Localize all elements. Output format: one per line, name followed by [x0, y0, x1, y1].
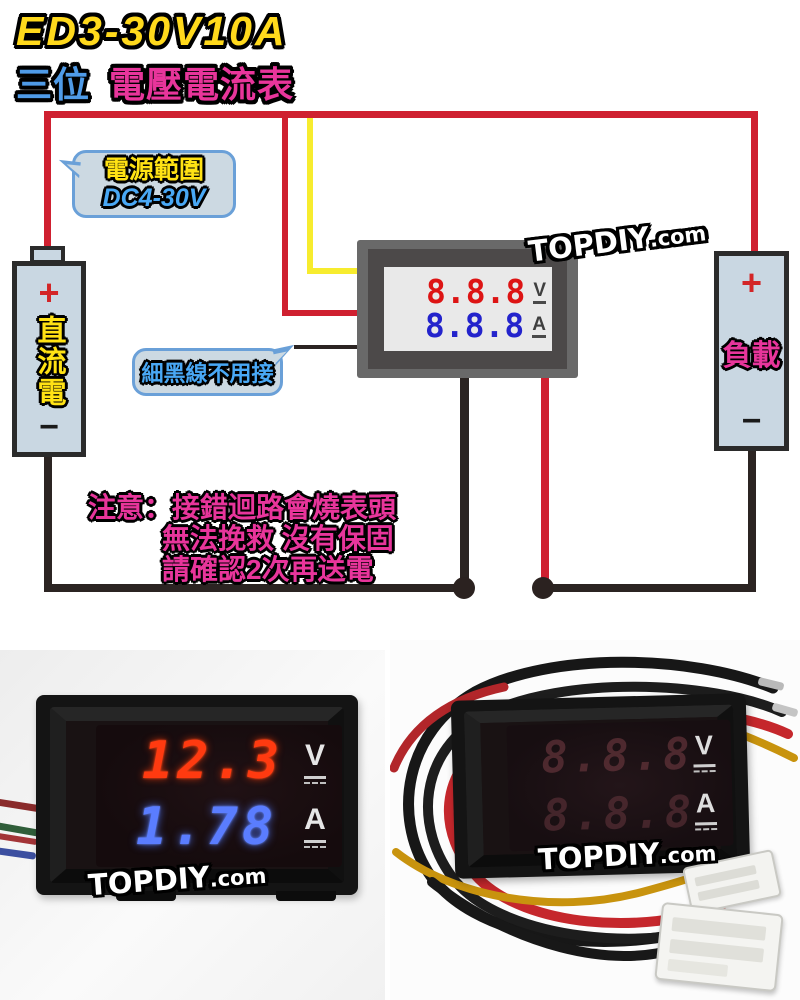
diagram-amp-unit: A — [532, 314, 546, 338]
dc-source-minus: − — [39, 408, 59, 446]
angled-amp-unit: A — [695, 788, 716, 819]
connector-slot — [671, 917, 767, 941]
wire-blue — [0, 847, 37, 860]
dc-source-label: 直流電 — [33, 314, 65, 408]
watermark-suffix: .com — [648, 221, 708, 252]
wire-red-top — [44, 111, 758, 118]
watermark-suffix: .com — [208, 863, 268, 892]
wire-yellow-v — [307, 118, 313, 274]
wire-black-source-minus — [44, 455, 52, 592]
meter-front-display: 12.3 V 1.78 A — [96, 725, 342, 867]
diagram-volt-unit: V — [533, 280, 546, 304]
ghost-amp-segments: 8.8.8 — [542, 786, 696, 842]
photo-angled-view: 8.8.8 V 8.8.8 A TOPDIY.com — [390, 640, 800, 1000]
meter-angled-display: 8.8.8 V 8.8.8 A — [506, 719, 734, 852]
page-title-model: ED3-30V10A — [16, 8, 288, 54]
bubble-tail-fill — [65, 164, 83, 177]
yellow-wire — [392, 848, 706, 907]
photo-amp-value: 1.78 — [136, 797, 278, 857]
angled-amp-unit-block: A — [694, 788, 718, 831]
power-range-line2: DC4-30V — [102, 183, 206, 212]
photo-volt-unit: V — [304, 739, 325, 772]
wire-yellow-h — [307, 268, 360, 274]
wire-black-bottom-left — [44, 584, 468, 592]
junction-dot-left — [453, 577, 475, 599]
load: + 負載 − — [714, 251, 789, 451]
title-product-label: 電壓電流表 — [109, 64, 295, 105]
black-wire-to-connector — [427, 877, 683, 961]
dc-symbol — [304, 840, 326, 848]
load-minus: − — [741, 402, 762, 440]
angled-volt-unit: V — [694, 730, 714, 761]
wire-red-source-plus — [44, 111, 51, 251]
watermark-suffix: .com — [659, 841, 717, 869]
title-digits-label: 三位 — [16, 64, 91, 105]
connector-slot — [667, 958, 729, 977]
black-wire-note: 細黑線不用接 — [141, 361, 274, 386]
mounting-clip — [116, 891, 176, 901]
watermark-brand: TOPDIY — [537, 836, 661, 877]
wire-red-load-plus — [751, 111, 758, 256]
connector-slot — [669, 938, 765, 963]
diagram-meter-display: 8.8.8 V 8.8.8 A — [384, 267, 552, 351]
wire-metal-tip — [758, 677, 784, 691]
diagram-amp-value: 8.8.8 — [424, 306, 525, 345]
load-plus: + — [740, 262, 763, 303]
ghost-volt-segments: 8.8.8 — [540, 728, 695, 784]
wire-metal-tip — [772, 703, 798, 717]
jst-connector-large — [654, 901, 784, 993]
watermark-brand: TOPDIY — [526, 220, 652, 269]
load-label: 負載 — [722, 340, 781, 372]
black-wire-bubble: 細黑線不用接 — [132, 344, 298, 396]
dc-source-plus: + — [38, 272, 60, 313]
diagram-volt-value: 8.8.8 — [425, 272, 526, 311]
meter-front-body: 12.3 V 1.78 A — [36, 695, 358, 901]
black-wire-loop — [423, 681, 787, 944]
watermark-brand: TOPDIY — [87, 859, 211, 903]
dc-symbol — [694, 821, 718, 831]
angled-volt-unit-block: V — [693, 730, 716, 773]
power-range-bubble: 電源範圍 DC4-30V — [57, 150, 236, 218]
wire-black-bottom-right — [539, 584, 756, 592]
black-wire-loop — [403, 656, 779, 947]
warning-line2: 無法挽救 沒有保固 — [162, 523, 394, 554]
diagram-meter-inner-frame: 8.8.8 V 8.8.8 A — [368, 249, 567, 369]
watermark: TOPDIY.com — [526, 213, 708, 269]
photo-amp-unit-block: A — [304, 803, 326, 848]
wire-black-meter-thick — [460, 376, 469, 586]
wire-red-meter-branch-h — [282, 310, 360, 316]
warning-line1: 注意：接錯迴路會燒表頭 — [88, 492, 397, 523]
warning-text: 注意：接錯迴路會燒表頭 無法挽救 沒有保固 請確認2次再送電 — [88, 492, 396, 585]
red-wire-loop — [390, 682, 509, 773]
dc-source: + 直流電 − — [12, 261, 86, 457]
photo-front-view: 12.3 V 1.78 A TOPDIY.com — [0, 650, 385, 1000]
photo-amp-unit: A — [304, 803, 326, 836]
power-range-line1: 電源範圍 — [103, 155, 204, 184]
warning-line3: 請確認2次再送電 — [162, 554, 374, 585]
wire-red-meter-branch-v — [282, 111, 288, 316]
wire-red-meter-thick — [541, 376, 549, 584]
dc-symbol — [304, 776, 326, 784]
wire-thin-black — [294, 345, 360, 349]
mounting-clip — [276, 891, 336, 901]
photo-volt-value: 12.3 — [142, 731, 284, 791]
junction-dot-right — [532, 577, 554, 599]
page-title-sub: 三位 電壓電流表 — [16, 56, 294, 108]
dc-symbol — [693, 763, 716, 773]
photo-volt-unit-block: V — [304, 739, 326, 784]
wire-black-load-minus — [748, 448, 756, 592]
diagram-meter-frame: 8.8.8 V 8.8.8 A — [357, 240, 578, 378]
